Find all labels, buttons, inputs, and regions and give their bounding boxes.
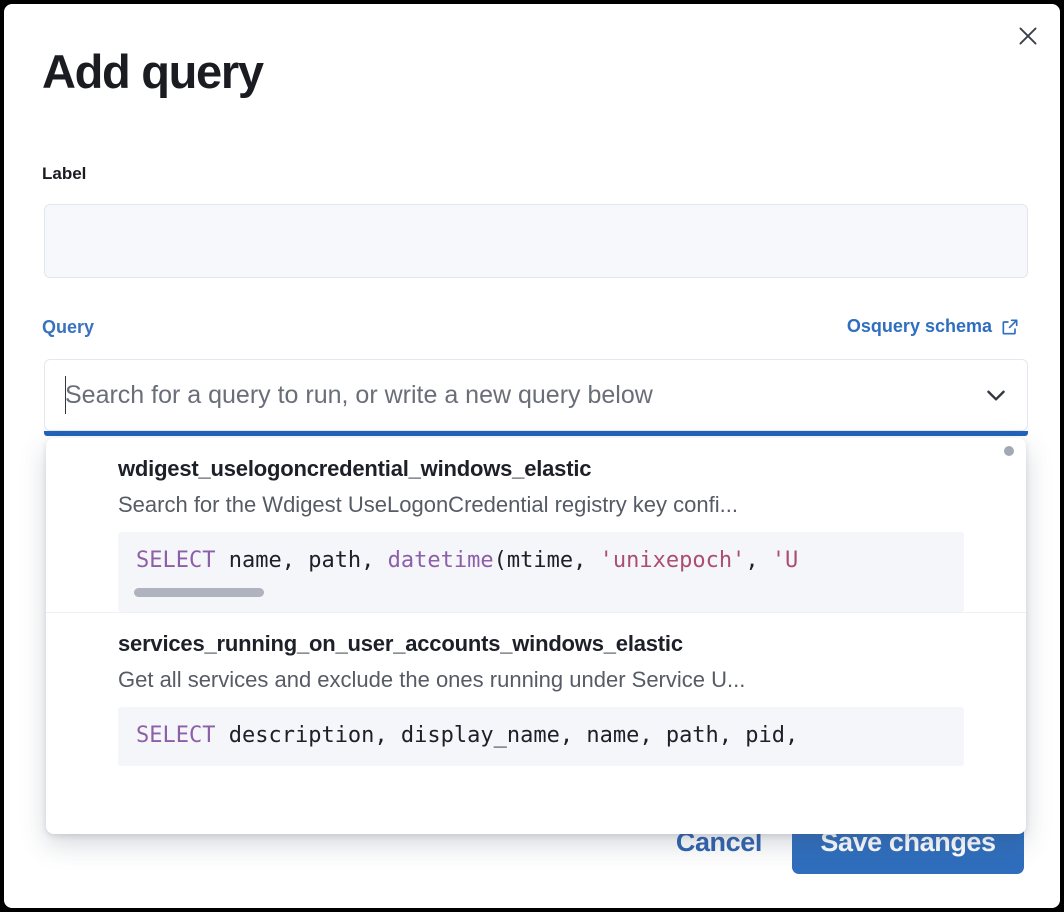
combobox-focus-bar <box>44 431 1028 436</box>
label-input[interactable] <box>44 204 1028 278</box>
chevron-down-icon[interactable] <box>981 380 1011 410</box>
sql-code-line: SELECT description, display_name, name, … <box>136 722 799 748</box>
code-horizontal-scrollbar[interactable] <box>118 576 964 612</box>
dropdown-option-title: services_running_on_user_accounts_window… <box>118 630 683 656</box>
query-search-placeholder: Search for a query to run, or write a ne… <box>65 380 653 409</box>
dropdown-option-code-block: SELECT name, path, datetime(mtime, 'unix… <box>118 532 964 612</box>
dropdown-option-description: Get all services and exclude the ones ru… <box>118 666 746 692</box>
query-field-label: Query <box>42 317 95 337</box>
sql-code-line: SELECT name, path, datetime(mtime, 'unix… <box>136 548 799 573</box>
add-query-modal: Add query Label Query Osquery schema Sea… <box>4 4 1060 908</box>
dropdown-option-description: Search for the Wdigest UseLogonCredentia… <box>118 492 738 517</box>
page-title: Add query <box>42 45 264 98</box>
external-link-icon <box>1000 317 1020 337</box>
dropdown-option[interactable]: wdigest_uselogoncredential_windows_elast… <box>46 438 1026 612</box>
query-search-combobox[interactable]: Search for a query to run, or write a ne… <box>44 359 1028 431</box>
code-scrollbar-thumb[interactable] <box>134 587 264 597</box>
close-button[interactable] <box>1008 16 1048 56</box>
label-field-label: Label <box>42 164 87 183</box>
dropdown-option[interactable]: services_running_on_user_accounts_window… <box>46 611 1026 767</box>
osquery-schema-link[interactable]: Osquery schema <box>847 316 1020 337</box>
dropdown-option-title: wdigest_uselogoncredential_windows_elast… <box>118 456 592 481</box>
dropdown-option-code-block: SELECT description, display_name, name, … <box>118 706 964 767</box>
query-options-dropdown[interactable]: wdigest_uselogoncredential_windows_elast… <box>46 438 1026 834</box>
dropdown-scrollbar[interactable] <box>1004 446 1014 456</box>
dropdown-option-list: wdigest_uselogoncredential_windows_elast… <box>46 438 1026 767</box>
osquery-schema-link-label: Osquery schema <box>846 316 992 336</box>
text-caret <box>65 376 66 414</box>
close-icon <box>1015 23 1041 49</box>
